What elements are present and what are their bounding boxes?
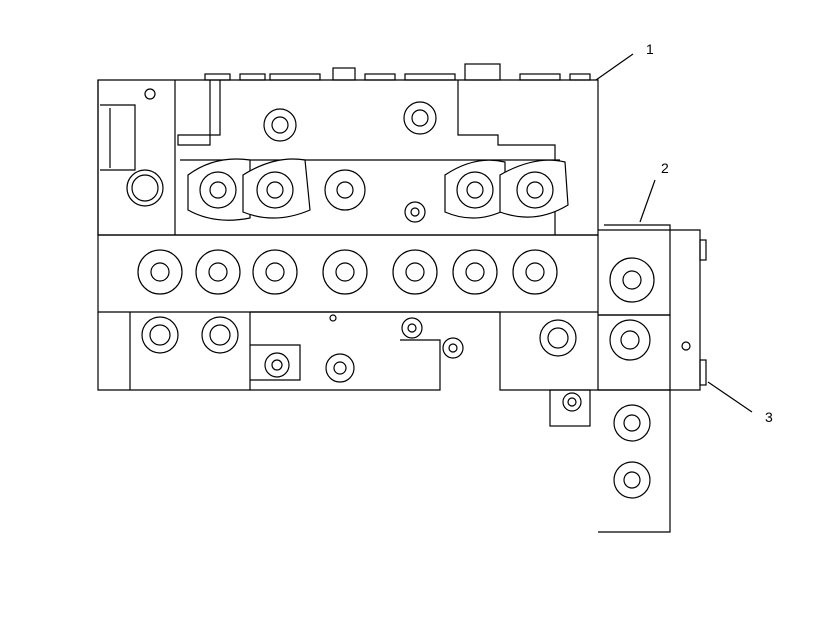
end-plate: [598, 224, 707, 533]
callout-1: 1: [646, 41, 654, 57]
leader-line-2: [639, 179, 656, 223]
valve-body: [97, 63, 599, 427]
leader-lines: [595, 53, 753, 413]
leader-line-3: [707, 381, 753, 413]
leader-line-1: [595, 53, 634, 81]
callout-3: 3: [765, 409, 773, 425]
fitting-row-upper: [126, 101, 569, 223]
fitting-row-lower: [137, 249, 582, 412]
callout-2: 2: [661, 160, 669, 176]
end-plate-fittings: [144, 88, 691, 499]
